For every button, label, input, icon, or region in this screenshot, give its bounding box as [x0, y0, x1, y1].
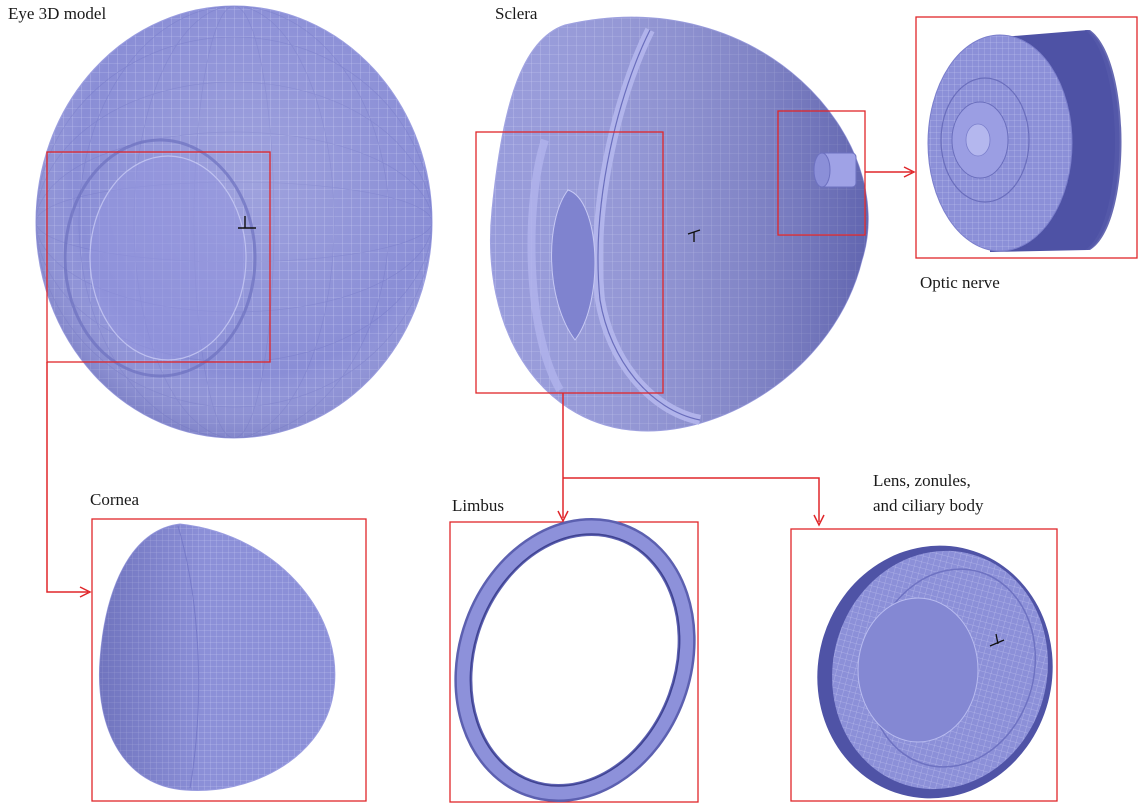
limbus-label: Limbus [452, 496, 504, 515]
connector-arrows [46, 166, 916, 598]
optic-nerve-box [915, 16, 1138, 259]
optic-nerve-label: Optic nerve [920, 273, 1000, 292]
cornea-box [91, 518, 367, 802]
arrowhead-lens-icon [813, 514, 825, 527]
lens-axis-marker-icon [989, 633, 1005, 647]
arrow-to-lens [563, 477, 820, 522]
optic-nerve-selection-box [777, 110, 866, 236]
sclera-label: Sclera [495, 4, 538, 23]
arrow-to-cornea [46, 362, 88, 593]
arrowhead-optic-icon [903, 166, 916, 178]
eye-model-label: Eye 3D model [8, 4, 107, 23]
cornea-detail [91, 518, 367, 802]
cornea-label: Cornea [90, 490, 140, 509]
limbus-detail [449, 517, 699, 803]
arrowhead-cornea-icon [79, 586, 92, 598]
anterior-selection-box [475, 131, 664, 394]
arrowhead-limbus-icon [557, 510, 569, 523]
cornea-selection-box [46, 151, 271, 363]
optic-nerve-detail [915, 16, 1138, 259]
lens-label-line2: and ciliary body [873, 496, 984, 515]
lens-zonules-ciliary-detail [790, 528, 1058, 802]
lens-box [790, 528, 1058, 802]
sclera-axis-marker-icon [687, 229, 701, 242]
sclera-cutaway [475, 16, 869, 432]
eye-3d-model [35, 5, 433, 439]
axis-marker-icon [238, 216, 256, 229]
lens-label-line1: Lens, zonules, [873, 471, 971, 490]
